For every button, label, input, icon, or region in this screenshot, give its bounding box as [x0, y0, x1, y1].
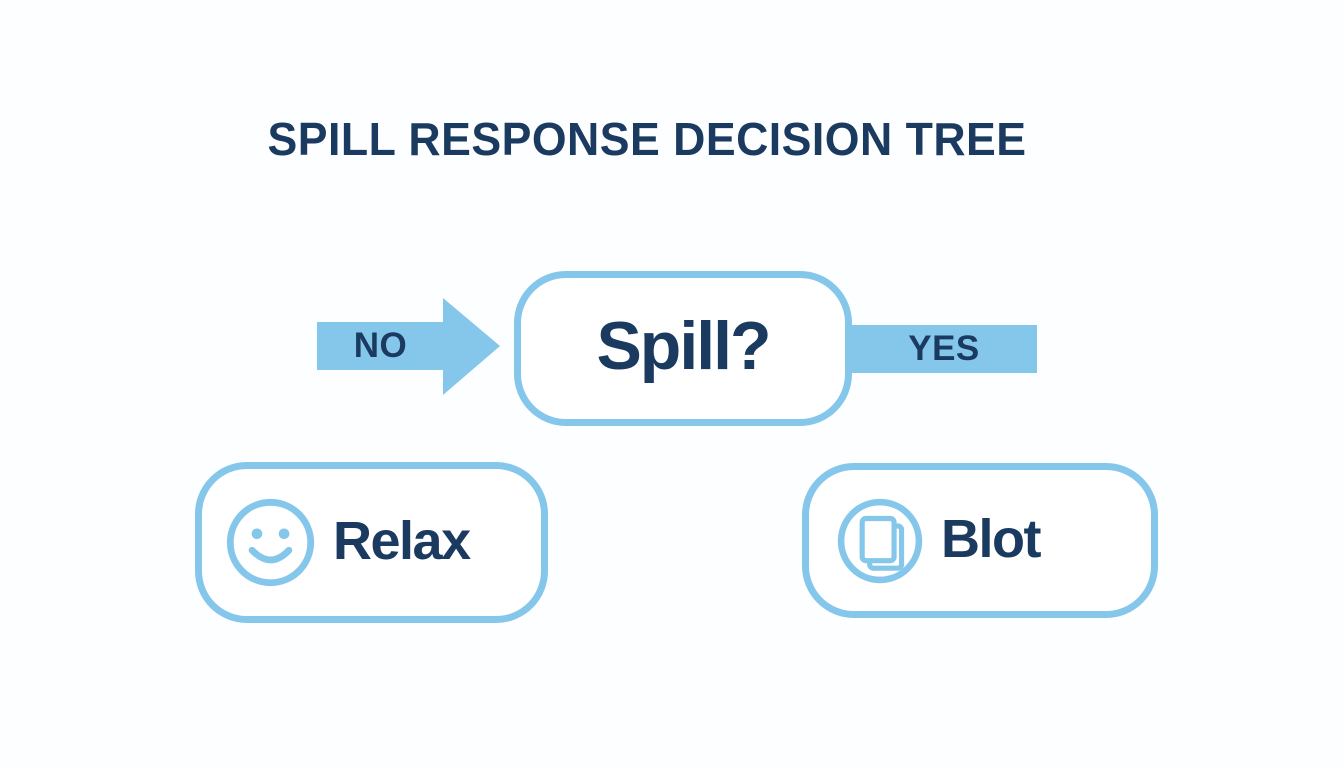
- yes-bar: YES: [851, 325, 1037, 373]
- outcome-node-relax: Relax: [195, 462, 548, 623]
- no-arrow: NO: [317, 322, 444, 370]
- no-branch-label: NO: [353, 326, 408, 365]
- outcome-node-blot: Blot: [802, 463, 1158, 618]
- no-arrowhead-icon: [443, 298, 500, 395]
- decision-node-spill: Spill?: [514, 271, 852, 426]
- outcome-label: Relax: [333, 510, 471, 571]
- decision-question: Spill?: [596, 307, 771, 384]
- paper-stack-icon: [837, 498, 923, 583]
- page-title: SPILL RESPONSE DECISION TREE: [267, 113, 1027, 165]
- outcome-label: Blot: [941, 508, 1041, 569]
- yes-branch-label: YES: [908, 329, 980, 368]
- smiley-face-icon: [226, 498, 315, 587]
